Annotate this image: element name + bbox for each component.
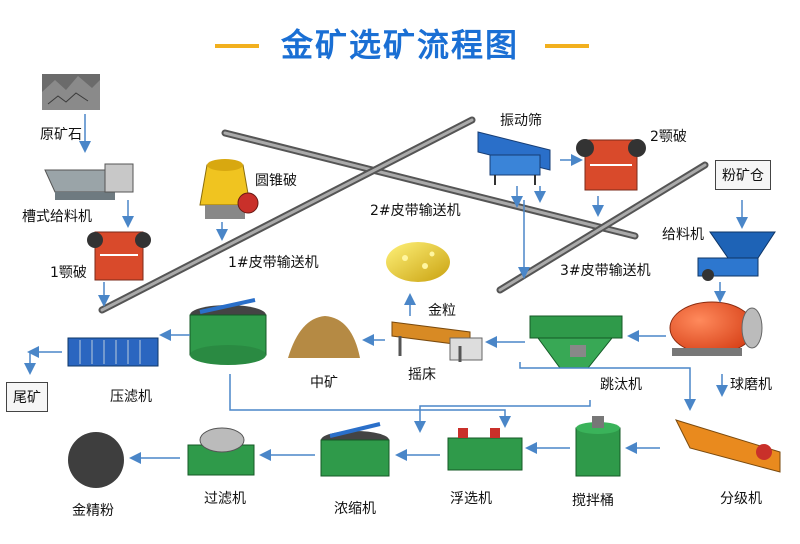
title-bar-right <box>545 44 589 48</box>
filter-press-image <box>67 337 159 367</box>
jig-image <box>529 315 623 369</box>
shaking-table-image <box>391 321 483 362</box>
flow-arrows <box>24 114 748 464</box>
powder-ore-bin-box: 粉矿仓 <box>715 160 771 190</box>
label-belt-1: 1#皮带输送机 <box>228 255 319 271</box>
cone-crusher-image <box>199 159 259 219</box>
label-belt-2: 2#皮带输送机 <box>370 203 461 219</box>
label-classifier: 分级机 <box>720 491 762 507</box>
label-middlings: 中矿 <box>310 375 338 391</box>
trough-feeder-image <box>44 163 134 200</box>
label-filter-press: 压滤机 <box>110 389 152 405</box>
vacuum-filter-image <box>187 427 255 476</box>
label-belt-3: 3#皮带输送机 <box>560 263 651 279</box>
label-vibrating-screen: 振动筛 <box>500 113 542 129</box>
label-cone-crusher: 圆锥破 <box>255 173 297 189</box>
flotation-cell-image <box>447 428 523 471</box>
spiral-classifier-image <box>675 419 781 473</box>
hopper-feeder-image <box>697 231 776 281</box>
label-feeder: 给料机 <box>662 227 704 243</box>
label-jig: 跳汰机 <box>600 377 642 393</box>
label-thickener: 浓缩机 <box>334 501 376 517</box>
thickener-2-image <box>320 422 390 477</box>
label-jaw-crusher-1: 1颚破 <box>50 265 87 281</box>
label-vacuum-filter: 过滤机 <box>204 491 246 507</box>
title-bar-left <box>215 44 259 48</box>
gold-concentrate-image <box>68 432 124 488</box>
thickener-1-image <box>189 298 267 365</box>
raw-ore-image <box>42 74 100 110</box>
page-title: 金矿选矿流程图 <box>280 26 519 64</box>
label-flotation: 浮选机 <box>450 491 492 507</box>
belt-conveyor-3 <box>496 161 709 294</box>
label-agitator: 搅拌桶 <box>572 493 614 509</box>
vibrating-screen-image <box>477 131 551 185</box>
label-gold-concentrate: 金精粉 <box>72 503 114 519</box>
label-shaking-table: 摇床 <box>408 367 436 383</box>
jaw-crusher-2-image <box>576 139 646 191</box>
label-ball-mill: 球磨机 <box>730 377 772 393</box>
label-jaw-crusher-2: 2颚破 <box>650 129 687 145</box>
tailings-box: 尾矿 <box>6 382 48 412</box>
ball-mill-image <box>669 301 763 356</box>
middlings-pile-image <box>288 316 360 358</box>
label-gold-grain: 金粒 <box>428 303 456 319</box>
agitator-tank-image <box>575 416 621 477</box>
belt-conveyor-2 <box>98 116 476 314</box>
belt-conveyor-1 <box>221 129 639 240</box>
label-raw-ore: 原矿石 <box>40 127 82 143</box>
label-trough-feeder: 槽式给料机 <box>22 209 92 225</box>
gold-grains-image <box>386 242 450 282</box>
jaw-crusher-1-image <box>87 231 151 281</box>
